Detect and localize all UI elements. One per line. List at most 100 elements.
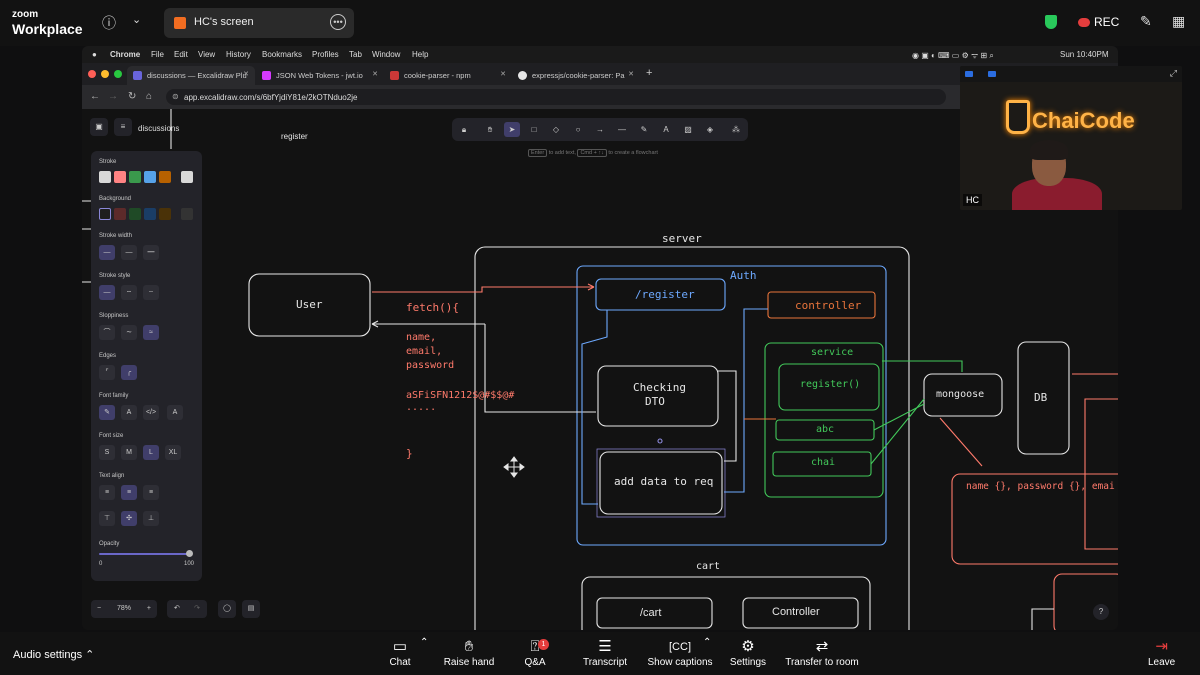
font-more-icon[interactable]: A — [167, 405, 183, 420]
align-center-icon[interactable]: ≡ — [121, 485, 137, 500]
stroke-width-extra[interactable]: — — [143, 245, 159, 260]
font-code-icon[interactable]: </> — [143, 405, 159, 420]
rectangle-tool-icon[interactable]: □ — [531, 125, 537, 134]
audio-settings-button[interactable]: Audio settings ⌃ — [13, 648, 94, 661]
stroke-style-dashed[interactable]: ╌ — [121, 285, 137, 300]
sloppiness-artist[interactable]: ∼ — [121, 325, 137, 340]
selection-tool-icon[interactable]: ➤ — [504, 122, 520, 137]
stroke-color-orange[interactable] — [159, 171, 171, 183]
stroke-width-thin[interactable]: — — [99, 245, 115, 260]
help-icon[interactable]: ? — [1093, 604, 1109, 620]
status-icons[interactable]: ◉ ▣ ◐ ⌨ ▭ ⚙ ᯤ ⊞ ⌕ — [912, 51, 994, 60]
font-size-l[interactable]: L — [143, 445, 159, 460]
close-tab-icon[interactable]: ✕ — [628, 71, 634, 78]
align-top-icon[interactable]: ⊤ — [99, 511, 115, 526]
chevron-down-icon[interactable]: ⌄ — [132, 14, 142, 26]
db-box[interactable] — [1017, 341, 1070, 455]
bg-color-red[interactable] — [114, 208, 126, 220]
chrome-tab-npm[interactable]: cookie-parser - npm ✕ — [384, 66, 512, 85]
redo-icon[interactable]: ↷ — [194, 605, 200, 612]
close-window-icon[interactable] — [88, 70, 96, 78]
security-shield-icon[interactable] — [1045, 15, 1057, 29]
stroke-color-blue[interactable] — [144, 171, 156, 183]
font-normal-icon[interactable]: A — [121, 405, 137, 420]
chat-caret-icon[interactable]: ⌃ — [420, 637, 429, 648]
stroke-width-bold[interactable]: — — [121, 245, 137, 260]
transfer-button[interactable]: ⇄ Transfer to room — [782, 637, 862, 668]
font-size-m[interactable]: M — [121, 445, 137, 460]
forward-icon[interactable]: → — [108, 91, 118, 102]
presentation-icon[interactable]: ▤ — [242, 600, 260, 618]
more-options-icon[interactable]: ••• — [330, 14, 346, 30]
menu-window[interactable]: Window — [372, 50, 401, 59]
stroke-color-current[interactable] — [181, 171, 193, 183]
controller-box[interactable] — [767, 291, 876, 319]
speaker-video[interactable]: ⤢ ChaiCode HC — [960, 66, 1182, 210]
sloppiness-cartoonist[interactable]: ≈ — [143, 325, 159, 340]
cart-route-box[interactable] — [596, 597, 713, 629]
hamburger-menu-icon[interactable]: ≡ — [114, 118, 132, 136]
image-tool-icon[interactable]: ▨ — [684, 125, 692, 134]
extra-tools-icon[interactable]: ⁂ — [732, 125, 740, 134]
raise-hand-button[interactable]: ✋︎ Raise hand — [440, 637, 498, 668]
edges-sharp[interactable]: ⌜ — [99, 365, 115, 380]
url-input[interactable]: ⊜ app.excalidraw.com/s/6bfYjdiY81e/2kOTN… — [166, 89, 946, 105]
auth-box[interactable] — [576, 265, 887, 546]
bg-color-green[interactable] — [129, 208, 141, 220]
bg-color-orange[interactable] — [159, 208, 171, 220]
menu-edit[interactable]: Edit — [174, 50, 188, 59]
transcript-button[interactable]: ☰ Transcript — [580, 637, 630, 668]
bg-color-transparent[interactable] — [99, 208, 111, 220]
reload-icon[interactable]: ↻ — [128, 91, 137, 102]
opacity-slider-thumb[interactable] — [186, 550, 193, 557]
chrome-tab-jwt[interactable]: JSON Web Tokens - jwt.io ✕ — [256, 66, 384, 85]
menu-bookmarks[interactable]: Bookmarks — [262, 50, 303, 59]
edges-round[interactable]: ╭ — [121, 365, 137, 380]
rotate-handle[interactable] — [657, 438, 663, 444]
text-tool-icon[interactable]: A — [663, 125, 669, 134]
menu-clock[interactable]: Sun 10:40PM — [1060, 50, 1109, 59]
menu-tab[interactable]: Tab — [349, 50, 362, 59]
align-middle-icon[interactable]: ✣ — [121, 511, 137, 526]
user-box[interactable] — [248, 273, 371, 337]
add-data-box[interactable] — [599, 451, 723, 515]
chrome-tab-excalidraw[interactable]: discussions — Excalidraw Plu ✕ — [127, 66, 255, 85]
captions-button[interactable]: [CC] Show captions — [646, 637, 714, 668]
zoom-out-icon[interactable]: − — [97, 605, 102, 612]
stroke-color-red[interactable] — [114, 171, 126, 183]
menu-view[interactable]: View — [198, 50, 216, 59]
eraser-tool-icon[interactable]: ◈ — [706, 125, 714, 134]
menu-profiles[interactable]: Profiles — [312, 50, 339, 59]
info-icon[interactable]: ⓘ — [102, 15, 116, 31]
zoom-level[interactable]: 78% — [116, 605, 131, 612]
font-size-xl[interactable]: XL — [165, 445, 181, 460]
opacity-slider[interactable] — [99, 553, 192, 555]
apps-icon[interactable]: ▦ — [1172, 13, 1186, 29]
align-bottom-icon[interactable]: ⊥ — [143, 511, 159, 526]
new-tab-icon[interactable]: + — [646, 67, 653, 79]
site-info-icon[interactable]: ⊜ — [172, 92, 179, 101]
mongoose-box[interactable] — [923, 373, 1003, 417]
video-tile-icon[interactable] — [965, 71, 973, 77]
bg-color-current[interactable] — [181, 208, 193, 220]
checking-dto-box[interactable] — [597, 365, 719, 427]
menu-help[interactable]: Help — [412, 50, 429, 59]
stroke-color-green[interactable] — [129, 171, 141, 183]
close-tab-icon[interactable]: ✕ — [243, 71, 249, 78]
home-icon[interactable]: ⌂ — [146, 91, 153, 102]
back-icon[interactable]: ← — [90, 91, 100, 102]
line-tool-icon[interactable]: — — [618, 125, 626, 134]
cart-box[interactable] — [581, 576, 871, 630]
sloppiness-architect[interactable]: ⌒ — [99, 325, 115, 340]
hand-tool-icon[interactable]: ✋︎ — [487, 125, 493, 134]
qa-button[interactable]: ⍰ 1 Q&A — [520, 637, 550, 668]
menu-history[interactable]: History — [226, 50, 251, 59]
stroke-style-dotted[interactable]: ┈ — [143, 285, 159, 300]
menu-file[interactable]: File — [151, 50, 164, 59]
font-hand-drawn-icon[interactable]: ✎ — [99, 405, 115, 420]
chrome-tab-github[interactable]: expressjs/cookie-parser: Pa ✕ — [512, 66, 640, 85]
zoom-in-icon[interactable]: + — [146, 605, 151, 612]
captions-caret-icon[interactable]: ⌃ — [703, 637, 712, 648]
maximize-window-icon[interactable] — [114, 70, 122, 78]
settings-button[interactable]: ⚙ Settings — [728, 637, 768, 668]
